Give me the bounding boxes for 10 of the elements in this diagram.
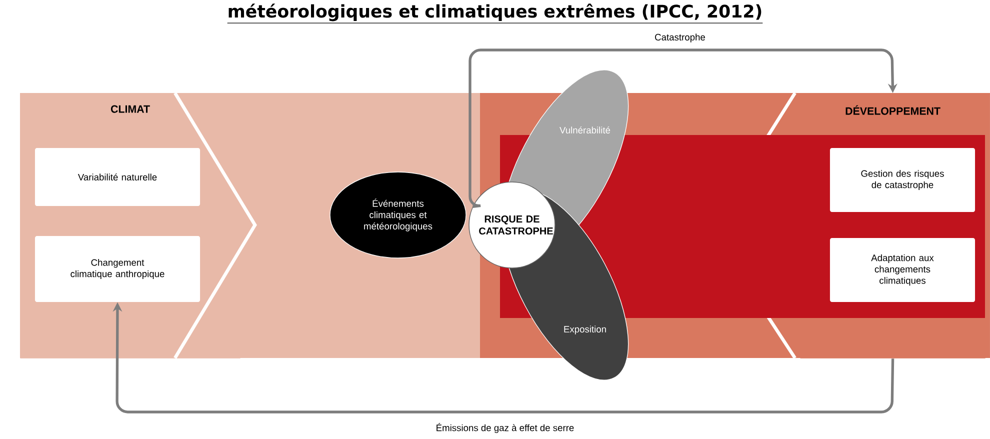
edge-label: Émissions de gaz à effet de serre	[434, 422, 576, 434]
title: météorologiques et climatiques extrêmes (IPCC, 2012)	[227, 4, 763, 24]
text-box: Variabilité naturelle	[34, 148, 200, 206]
node-label: DÉVELOPPEMENT	[846, 105, 940, 115]
edge-label: Catastrophe	[653, 32, 707, 44]
node-label: CLIMAT	[110, 105, 150, 113]
text-box: Changement climatique anthropique	[34, 236, 200, 302]
text-box: Gestion des risques de catastrophe	[830, 148, 976, 212]
arrow	[468, 48, 898, 208]
text-box: Adaptation aux changements climatiques	[830, 238, 976, 302]
